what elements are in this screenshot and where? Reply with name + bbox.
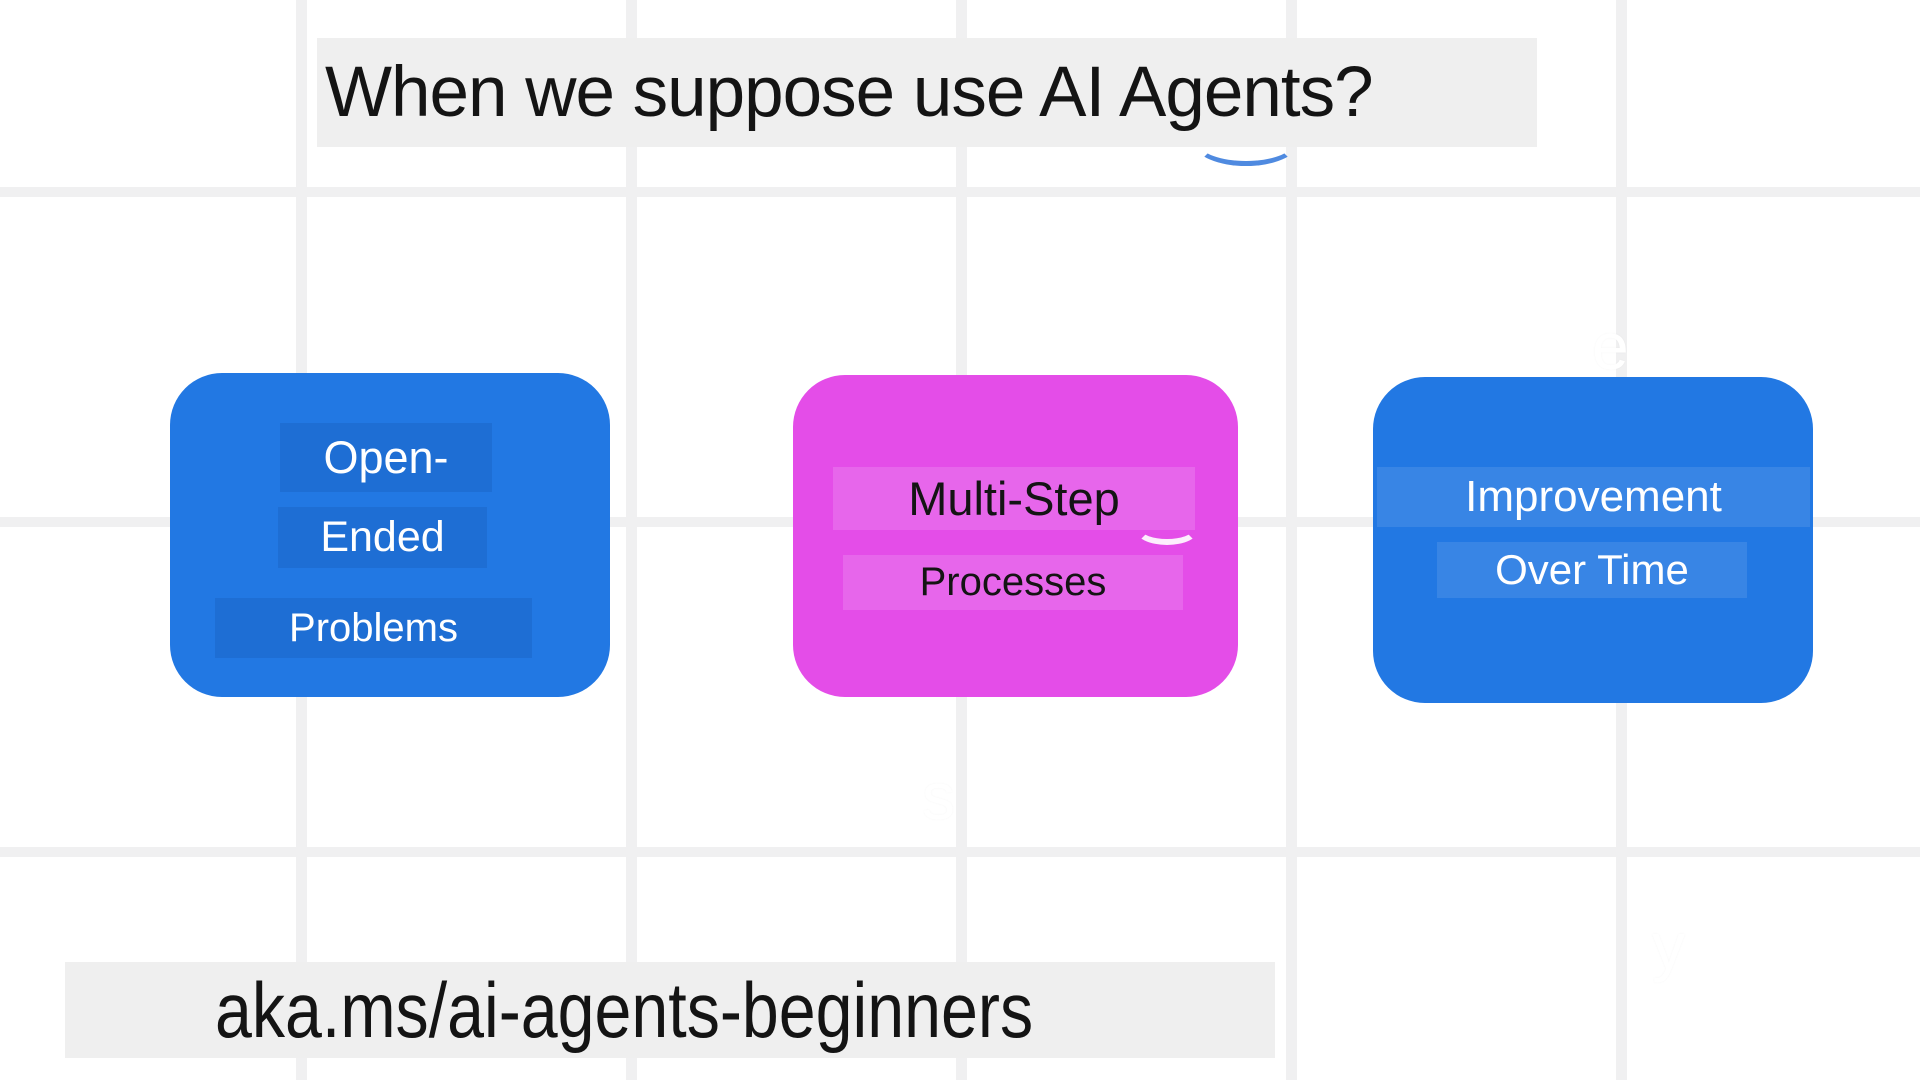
footer-banner: aka.ms/ai-agents-beginners — [65, 962, 1275, 1058]
grid-line-horizontal — [0, 847, 1920, 857]
slide-title: When we suppose use AI Agents? — [325, 53, 1374, 132]
grid-line-horizontal — [0, 187, 1920, 197]
card-open-ended-problems: Open- Ended Problems — [170, 373, 610, 697]
card-text-line: Ended — [278, 507, 487, 568]
card-improvement-over-time: Improvement Over Time — [1373, 377, 1813, 703]
card-multi-step-processes: Multi-Step Processes — [793, 375, 1238, 697]
pen-stroke-arc — [1195, 122, 1297, 166]
grid-line-vertical — [626, 0, 637, 1080]
card-text-line: Problems — [215, 598, 532, 658]
card-text-line: Improvement — [1377, 467, 1810, 527]
card-text-line: Processes — [843, 555, 1183, 610]
ghost-letter: s — [922, 759, 955, 833]
card-text-line: Over Time — [1437, 542, 1747, 598]
title-banner: When we suppose use AI Agents? — [317, 38, 1537, 147]
pen-stroke-curl — [1135, 513, 1199, 545]
grid-line-vertical — [1286, 0, 1297, 1080]
ghost-letter: y — [1652, 909, 1685, 983]
card-text-line: Multi-Step — [833, 467, 1195, 530]
card-text-line: Open- — [280, 423, 492, 492]
footer-url: aka.ms/ai-agents-beginners — [215, 965, 1034, 1054]
